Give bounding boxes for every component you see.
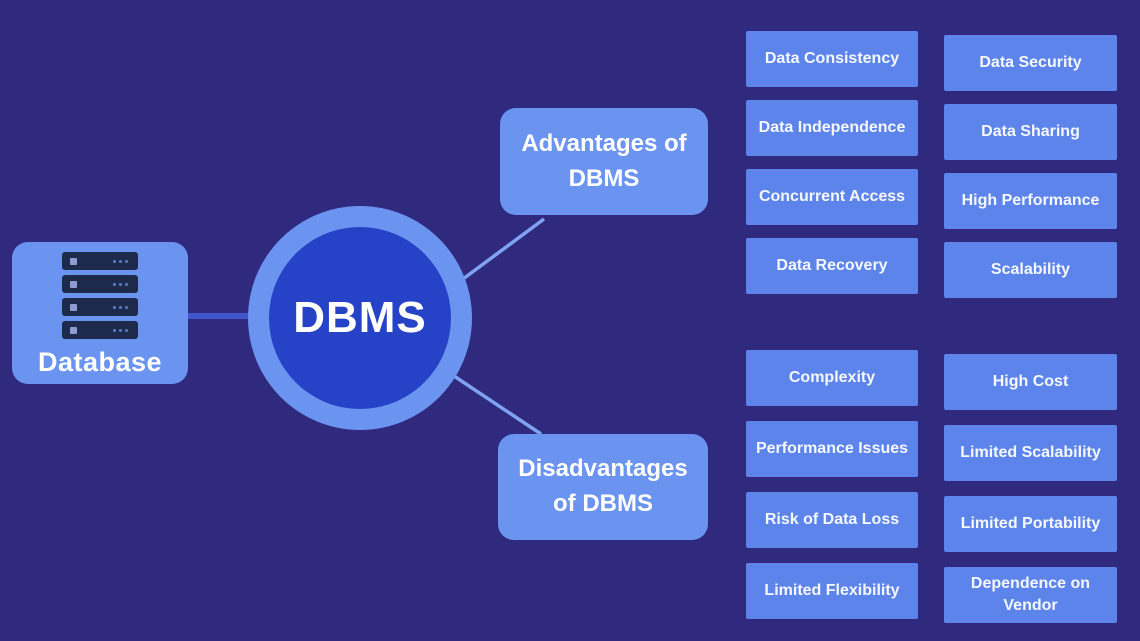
disadvantage-item-limited-portability: Limited Portability: [944, 496, 1117, 552]
server-stack-icon: [62, 252, 138, 339]
disadvantage-item-dependence-on-vendor: Dependence on Vendor: [944, 567, 1117, 623]
database-label: Database: [37, 347, 163, 377]
advantage-item-data-sharing: Data Sharing: [944, 104, 1117, 160]
disadvantage-item-performance-issues: Performance Issues: [746, 421, 918, 477]
advantage-item-scalability: Scalability: [944, 242, 1117, 298]
server-bar: [62, 321, 138, 339]
disadvantage-item-limited-scalability: Limited Scalability: [944, 425, 1117, 481]
server-bar: [62, 252, 138, 270]
advantage-item-high-performance: High Performance: [944, 173, 1117, 229]
dbms-inner-circle: DBMS: [269, 227, 451, 409]
server-bar: [62, 275, 138, 293]
disadvantages-grid: Complexity High Cost Performance Issues …: [746, 350, 1117, 623]
advantage-item-concurrent-access: Concurrent Access: [746, 169, 918, 225]
disadvantage-item-complexity: Complexity: [746, 350, 918, 406]
dbms-label: DBMS: [293, 293, 427, 342]
advantages-grid: Data Consistency Data Security Data Inde…: [746, 31, 1117, 298]
advantages-title: Advantages of DBMS: [521, 129, 687, 192]
connector-dbms-advantages: [461, 217, 546, 281]
database-node: Database: [12, 242, 188, 384]
disadvantages-node: Disadvantages of DBMS: [498, 434, 708, 540]
dbms-node: DBMS: [248, 206, 472, 430]
advantage-item-data-security: Data Security: [944, 35, 1117, 91]
disadvantage-item-high-cost: High Cost: [944, 354, 1117, 410]
advantage-item-data-recovery: Data Recovery: [746, 238, 918, 294]
connector-dbms-disadvantages: [447, 370, 542, 436]
disadvantage-item-limited-flexibility: Limited Flexibility: [746, 563, 918, 619]
disadvantage-item-risk-of-data-loss: Risk of Data Loss: [746, 492, 918, 548]
server-bar: [62, 298, 138, 316]
advantage-item-data-independence: Data Independence: [746, 100, 918, 156]
disadvantages-title: Disadvantages of DBMS: [518, 455, 688, 517]
advantage-item-data-consistency: Data Consistency: [746, 31, 918, 87]
advantages-node: Advantages of DBMS: [500, 108, 708, 215]
